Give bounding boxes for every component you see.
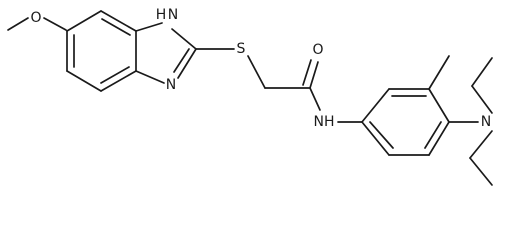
bond-ar-3	[428, 88, 450, 123]
bond-carbonyl-o-double	[302, 59, 312, 86]
bond-bz-2	[100, 10, 137, 32]
aniline-ring	[361, 88, 450, 156]
methoxy-group	[7, 17, 67, 31]
bond-s-ch2	[247, 55, 266, 89]
benzimidazole-benzene-ring	[66, 10, 137, 92]
bond-im-c2-n3-double	[173, 48, 190, 73]
bond-n-ethyl2-ch2	[469, 130, 493, 159]
bond-ar-6	[361, 121, 390, 156]
atom-label-sulfur: S	[237, 41, 246, 57]
atom-labels: O H N N S O NH N	[30, 7, 491, 130]
bond-ethyl1-ch3	[471, 57, 493, 87]
bond-carbonyl-o	[309, 61, 319, 89]
bond-ar-1	[361, 88, 390, 123]
bond-im-n3-c3a	[135, 70, 165, 84]
thioether-linker	[195, 48, 266, 89]
bond-aryl-methyl	[428, 55, 450, 90]
chemical-structure-diagram: O H N N S O NH N	[7, 7, 493, 186]
bond-bz-1	[66, 10, 102, 32]
bond-carbonyl-n	[309, 87, 321, 111]
benzimidazole-imidazole-ring	[135, 22, 197, 84]
bond-bz-inner-1	[101, 18, 131, 36]
atom-label-amide-nh: NH	[314, 114, 335, 130]
bond-im-c2-n3	[177, 48, 197, 79]
bond-n-ethyl1-ch2	[471, 85, 493, 114]
bond-im-n1-c2	[171, 28, 197, 50]
bond-bz-5	[66, 70, 102, 92]
atom-label-carbonyl-oxygen: O	[312, 42, 323, 58]
bond-methyl-o	[7, 17, 29, 31]
atom-label-imidazole-n: N	[166, 77, 176, 93]
bond-ar-inner-2	[424, 121, 442, 149]
bond-bz-inner-2	[100, 66, 130, 84]
bond-ar-inner-3	[369, 121, 394, 149]
atom-label-methoxy-oxygen: O	[30, 10, 41, 26]
atom-label-imidazole-nh: H N	[156, 7, 178, 23]
bond-ethyl2-ch3	[469, 157, 493, 186]
bond-im-c7a-n1	[135, 22, 163, 32]
bond-o-ring	[43, 17, 67, 31]
bond-ar-4	[428, 121, 450, 156]
diethylamino-group	[448, 57, 493, 186]
bond-bz-4	[100, 70, 137, 92]
acetamide-group	[264, 59, 363, 123]
atom-label-amine-n: N	[481, 114, 491, 130]
